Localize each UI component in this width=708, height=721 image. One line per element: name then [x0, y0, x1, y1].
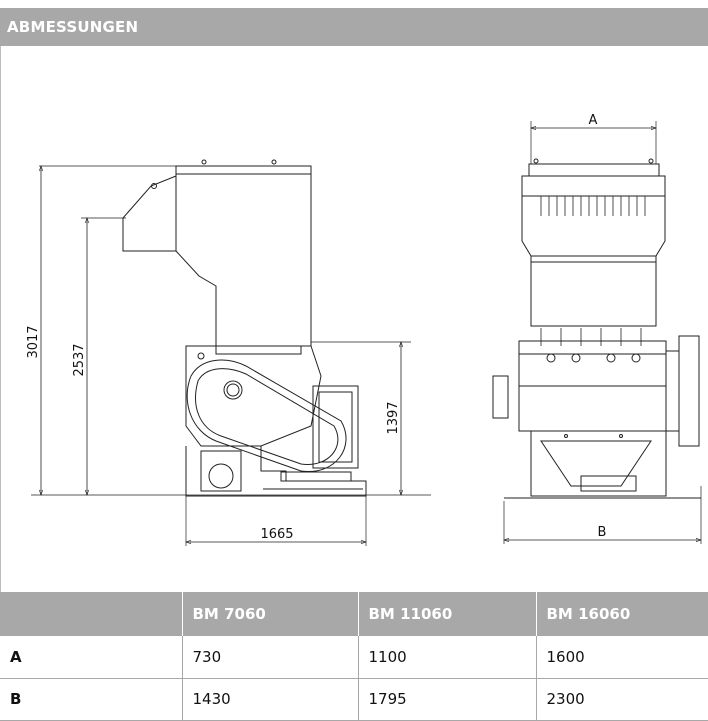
dimensions-table: BM 7060 BM 11060 BM 16060 A 730 1100 160…	[0, 592, 708, 721]
dim-total-height: 3017	[26, 325, 41, 358]
table-cell: 1600	[535, 636, 708, 679]
table-cell: 2300	[535, 678, 708, 721]
dim-b-label: B	[598, 525, 607, 540]
table-header-bm7060: BM 7060	[181, 592, 358, 636]
dim-outlet-height: 1397	[386, 401, 401, 434]
dim-infeed-height: 2537	[72, 343, 87, 376]
table-header-bm16060: BM 16060	[535, 592, 708, 636]
table-header-empty	[0, 592, 182, 636]
front-view	[492, 121, 702, 544]
table-header-bm11060: BM 11060	[357, 592, 536, 636]
table-cell: 1795	[357, 678, 536, 721]
table-cell: 1100	[357, 636, 536, 679]
dim-a-label: A	[589, 113, 598, 128]
section-title: ABMESSUNGEN	[7, 18, 139, 36]
section-header: ABMESSUNGEN	[0, 8, 708, 46]
dim-length: 1665	[260, 527, 293, 542]
row-label: B	[0, 678, 182, 721]
table-cell: 1430	[181, 678, 358, 721]
table-row: A 730 1100 1600	[0, 636, 708, 679]
row-label: A	[0, 636, 182, 679]
dimension-drawing: 3017 2537 1397 1665	[26, 113, 708, 546]
technical-drawing: 3017 2537 1397 1665	[0, 46, 708, 592]
table-row: B 1430 1795 2300	[0, 678, 708, 721]
side-view	[31, 159, 431, 546]
table-header-row: BM 7060 BM 11060 BM 16060	[0, 592, 708, 636]
table-cell: 730	[181, 636, 358, 679]
